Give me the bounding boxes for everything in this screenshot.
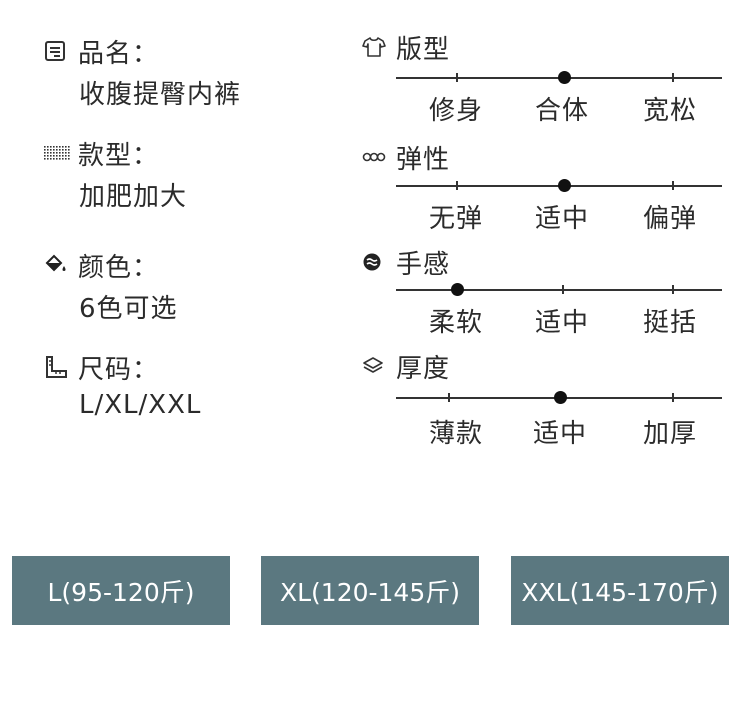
scale-marker [558, 71, 571, 84]
size-button-xxl[interactable]: XXL(145-170斤) [511, 556, 729, 625]
info-value: 6色可选 [79, 294, 178, 324]
scale-option: 适中 [534, 204, 590, 234]
scale-title: 手感 [396, 249, 451, 280]
scale-track [396, 71, 722, 84]
scale-tick [672, 393, 674, 402]
scale-thickness: 厚度 薄款 适中 加厚 [362, 349, 722, 449]
scale-option: 适中 [532, 419, 588, 449]
scale-feel: 手感 柔软 适中 挺括 [362, 245, 722, 345]
info-label: 颜色： [78, 252, 160, 283]
scale-option: 无弹 [428, 204, 484, 234]
info-label: 款型： [78, 140, 160, 171]
size-button-l[interactable]: L(95-120斤) [12, 556, 230, 625]
info-label: 尺码： [78, 354, 160, 385]
ruler-icon [44, 354, 70, 380]
info-label: 品名： [78, 38, 160, 69]
info-item-style: 款型： 加肥加大 [44, 136, 187, 213]
tshirt-icon [362, 34, 388, 60]
info-value: 加肥加大 [79, 182, 188, 212]
info-item-color: 颜色： 6色可选 [44, 248, 178, 325]
scale-elasticity: 弹性 无弹 适中 偏弹 [362, 140, 722, 240]
scale-option: 修身 [428, 96, 484, 126]
stretch-icon [362, 144, 388, 170]
size-button-xl[interactable]: XL(120-145斤) [261, 556, 479, 625]
scale-tick [672, 181, 674, 190]
pattern-icon [44, 140, 70, 166]
scale-option: 合体 [534, 96, 590, 126]
scale-option: 加厚 [642, 419, 698, 449]
scale-track [396, 283, 722, 296]
info-value: 收腹提臀内裤 [79, 80, 242, 110]
info-value: L/XL/XXL [79, 390, 202, 420]
scale-option: 适中 [534, 308, 590, 338]
scale-marker [558, 179, 571, 192]
document-icon [44, 38, 70, 64]
scale-title: 弹性 [396, 144, 451, 175]
scale-fit: 版型 修身 合体 宽松 [362, 30, 722, 130]
scale-option: 偏弹 [642, 204, 698, 234]
scale-tick [672, 73, 674, 82]
scale-title: 版型 [396, 34, 451, 65]
scale-tick [448, 393, 450, 402]
info-item-size: 尺码： L/XL/XXL [44, 350, 201, 420]
scale-tick [562, 285, 564, 294]
scale-tick [456, 73, 458, 82]
scale-option: 薄款 [428, 419, 484, 449]
scale-tick [456, 181, 458, 190]
feel-icon [362, 249, 388, 275]
scale-marker [554, 391, 567, 404]
scale-marker [451, 283, 464, 296]
scale-track [396, 179, 722, 192]
scale-title: 厚度 [396, 353, 451, 384]
scale-option: 宽松 [642, 96, 698, 126]
info-item-name: 品名： 收腹提臀内裤 [44, 34, 241, 111]
paint-bucket-icon [44, 252, 70, 278]
scale-tick [672, 285, 674, 294]
scale-track [396, 391, 722, 404]
scale-option: 柔软 [428, 308, 484, 338]
layers-icon [362, 353, 388, 379]
scale-option: 挺括 [642, 308, 698, 338]
